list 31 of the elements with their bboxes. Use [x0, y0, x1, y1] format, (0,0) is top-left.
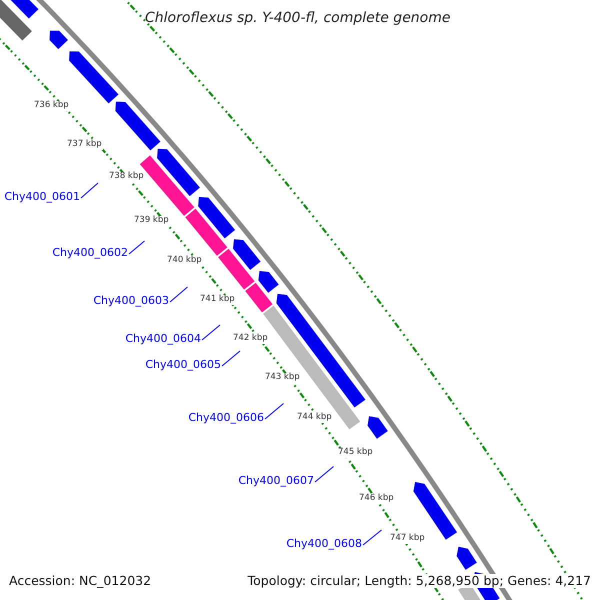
leader-line: [170, 286, 188, 302]
scale-label: 746 kbp: [358, 494, 395, 504]
accession-text: Accession: NC_012032: [9, 574, 152, 588]
gene-label: Chy400_0605: [145, 359, 221, 372]
leader-line: [80, 182, 98, 198]
leader-line: [362, 530, 382, 546]
leader-line: [202, 324, 220, 340]
scale-label: 744 kbp: [296, 413, 333, 423]
leader-line: [128, 240, 145, 254]
genome-summary-text: Topology: circular; Length: 5,268,950 bp; Genes: 4,217: [248, 574, 591, 588]
scale-label: 739 kbp: [133, 216, 170, 226]
gene-label: Chy400_0603: [93, 295, 169, 308]
genome-title: Chloroflexus sp. Y-400-fl, complete genome: [145, 10, 450, 26]
leader-line: [264, 403, 284, 420]
gene-label: Chy400_0607: [238, 475, 314, 488]
scale-label: 736 kbp: [33, 101, 70, 111]
scale-label: 741 kbp: [199, 295, 236, 305]
leader-line: [314, 466, 334, 482]
scale-label: 742 kbp: [232, 334, 269, 344]
leader-line: [222, 350, 240, 366]
scale-label: 743 kbp: [264, 373, 301, 383]
scale-label: 737 kbp: [66, 140, 103, 150]
gene-label: Chy400_0604: [125, 333, 201, 346]
gene-label: Chy400_0606: [188, 412, 264, 425]
scale-label: 738 kbp: [108, 172, 145, 182]
scale-label: 747 kbp: [389, 534, 426, 544]
gene-label: Chy400_0608: [286, 538, 362, 551]
gene-label: Chy400_0601: [4, 191, 80, 204]
scale-label: 745 kbp: [337, 448, 374, 458]
gene-label: Chy400_0602: [52, 247, 128, 260]
scale-label: 740 kbp: [166, 256, 203, 266]
